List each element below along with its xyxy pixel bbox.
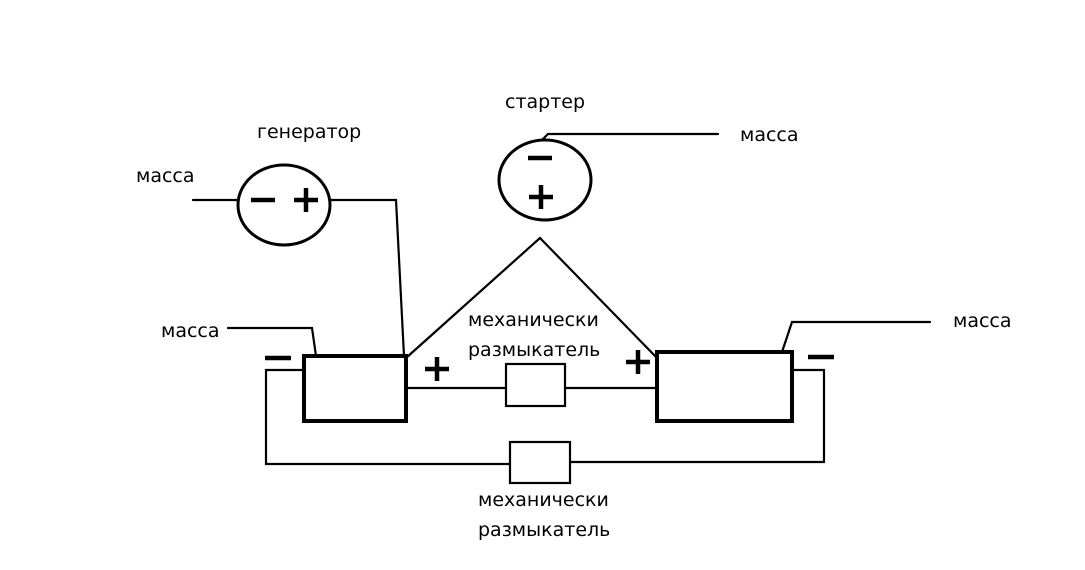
breaker-upper-label-line1: механически — [468, 309, 599, 331]
starter-circle — [497, 138, 593, 222]
ground-label-left-battery: масса — [161, 320, 220, 342]
starter-ground-wire — [538, 132, 720, 144]
starter-label: стартер — [505, 91, 585, 113]
left-battery — [302, 354, 408, 423]
right-battery — [655, 350, 794, 423]
breaker-box-lower — [508, 440, 572, 485]
generator-plus-icon — [294, 188, 318, 212]
breaker-box-upper — [504, 362, 567, 408]
starter — [497, 138, 593, 222]
starter-plus-icon — [529, 185, 553, 209]
starter-to-left-battery-wire — [404, 236, 542, 360]
generator — [236, 163, 332, 247]
ground-label-starter: масса — [740, 124, 799, 146]
breaker-lower-label-line2: размыкатель — [478, 519, 610, 541]
starter-to-right-battery-wire — [538, 236, 659, 360]
generator-positive-wire — [328, 198, 406, 358]
left-battery-ground-wire — [226, 326, 318, 358]
negative-link-left — [264, 368, 512, 466]
right-battery-ground-wire — [780, 320, 932, 354]
left-battery-plus-icon — [425, 357, 449, 381]
generator-label: генератор — [257, 121, 361, 143]
breaker-upper-label-line2: размыкатель — [468, 339, 600, 361]
breaker-lower-label-line1: механически — [478, 489, 609, 511]
ground-label-right-battery: масса — [953, 310, 1012, 332]
negative-link-right — [568, 368, 826, 464]
right-battery-plus-icon — [626, 350, 650, 374]
generator-circle — [236, 163, 332, 247]
ground-label-generator: масса — [136, 165, 195, 187]
